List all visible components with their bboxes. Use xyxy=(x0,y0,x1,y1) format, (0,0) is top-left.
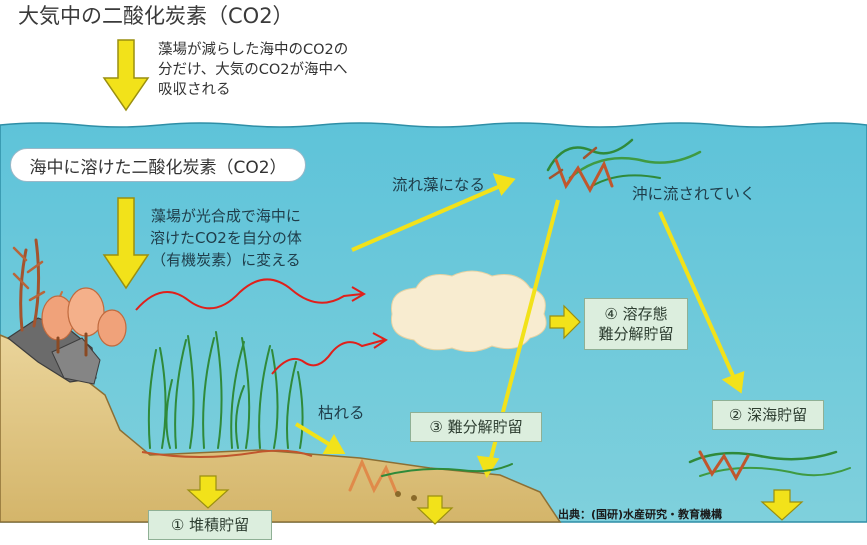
absorption-line-2: 分だけ、大気のCO2が海中へ xyxy=(158,62,348,78)
deep-sea-sink-arrow xyxy=(760,489,804,521)
photosynthesis-down-arrow xyxy=(102,197,150,290)
co2-uptake-arrow-upper xyxy=(135,278,363,311)
sediment-storage-arrow xyxy=(186,475,230,509)
eelgrass-meadow xyxy=(147,331,304,449)
withered-seaweed xyxy=(348,458,513,501)
refractory-storage-box: ③ 難分解貯留 xyxy=(410,412,542,442)
offshore-drift-label: 沖に流されていく xyxy=(632,185,756,203)
photosynthesis-line-2: 溶けたCO2を自分の体 xyxy=(150,229,302,247)
deep-sea-storage-box: ② 深海貯留 xyxy=(712,400,824,430)
sediment-storage-box: ① 堆積貯留 xyxy=(148,510,272,540)
absorption-arrow xyxy=(102,39,150,112)
seabed xyxy=(0,334,562,523)
dissolved-carbon-cloud xyxy=(390,270,547,352)
rock-outcrop xyxy=(6,317,101,385)
drifting-seaweed xyxy=(546,138,702,194)
dissolved-storage-line-2: 難分解貯留 xyxy=(598,325,674,343)
source-credit: 出典：(国研)水産研究・教育機構 xyxy=(558,508,723,521)
seaweed-on-rock xyxy=(12,238,127,357)
eelgrass-roots xyxy=(141,449,313,458)
co2-uptake-arrow-lower xyxy=(271,339,385,375)
co2-uptake-arrowhead-upper xyxy=(351,286,366,302)
deep-sea-seaweed xyxy=(688,450,851,482)
atmosphere-co2-title: 大気中の二酸化炭素（CO2） xyxy=(18,4,294,28)
dissolved-storage-line-1: ④ 溶存態 xyxy=(604,305,668,323)
absorption-description: 藻場が減らした海中のCO2の 分だけ、大気のCO2が海中へ 吸収される xyxy=(158,40,348,100)
photosynthesis-description: 藻場が光合成で海中に 溶けたCO2を自分の体 （有機炭素）に変える xyxy=(150,205,302,271)
drift-seaweed-label: 流れ藻になる xyxy=(392,176,486,194)
absorption-line-1: 藻場が減らした海中のCO2の xyxy=(158,42,349,58)
cloud-to-dissolved-storage-arrow xyxy=(549,304,581,340)
photosynthesis-line-1: 藻場が光合成で海中に xyxy=(150,207,301,225)
refractory-burial-arrow xyxy=(416,495,454,525)
dissolved-storage-box: ④ 溶存態 難分解貯留 xyxy=(584,298,688,350)
wither-label: 枯れる xyxy=(318,404,365,422)
dissolved-co2-label: 海中に溶けた二酸化炭素（CO2） xyxy=(10,148,306,182)
absorption-line-3: 吸収される xyxy=(158,82,231,98)
co2-uptake-arrowhead-lower xyxy=(372,332,388,349)
photosynthesis-line-3: （有機炭素）に変える xyxy=(151,251,301,269)
